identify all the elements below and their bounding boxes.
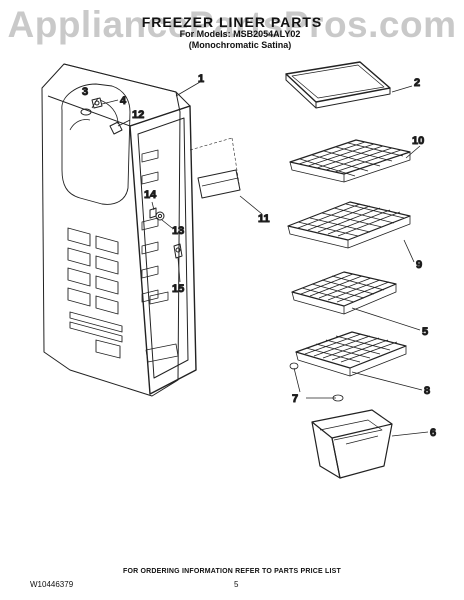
callout-12: 12 xyxy=(132,109,144,121)
freezer-bin-6 xyxy=(311,409,393,479)
callout-5: 5 xyxy=(422,326,428,338)
shelf-2 xyxy=(285,61,391,109)
callout-10: 10 xyxy=(412,135,424,147)
callout-7: 7 xyxy=(292,393,298,405)
callout-6: 6 xyxy=(430,427,436,439)
watermark: AppliancePartsPros.com xyxy=(7,4,457,45)
callout-14: 14 xyxy=(144,189,157,201)
callout-1: 1 xyxy=(198,73,204,85)
callout-numbers: 1 2 3 4 5 6 7 8 9 10 11 12 13 14 15 xyxy=(82,73,437,440)
trim-strip-11 xyxy=(197,169,241,199)
page-number: 5 xyxy=(234,580,239,589)
page-title: FREEZER LINER PARTS xyxy=(141,14,323,30)
wire-shelf-5 xyxy=(291,271,397,315)
leader-lines xyxy=(91,81,429,437)
callout-4: 4 xyxy=(120,95,127,107)
wire-shelf-8 xyxy=(289,331,407,402)
model-line: For Models: MSB2054ALY02 xyxy=(179,29,301,39)
small-fittings xyxy=(80,97,183,259)
callout-9: 9 xyxy=(416,259,422,271)
model-subtitle: For Models: MSB2054ALY02 (Monochromatic … xyxy=(150,29,330,51)
callout-11: 11 xyxy=(258,213,270,225)
callout-2: 2 xyxy=(414,77,420,89)
wire-shelf-9 xyxy=(287,201,411,249)
wire-shelf-10 xyxy=(289,139,411,183)
callout-15: 15 xyxy=(172,283,184,295)
callout-8: 8 xyxy=(424,385,430,397)
callout-3: 3 xyxy=(82,86,88,98)
document-number: W10446379 xyxy=(30,580,74,589)
callout-13: 13 xyxy=(172,225,184,237)
variant-line: (Monochromatic Satina) xyxy=(188,40,292,50)
dash-line-11 xyxy=(189,137,241,191)
ordering-note: FOR ORDERING INFORMATION REFER TO PARTS … xyxy=(122,568,342,575)
